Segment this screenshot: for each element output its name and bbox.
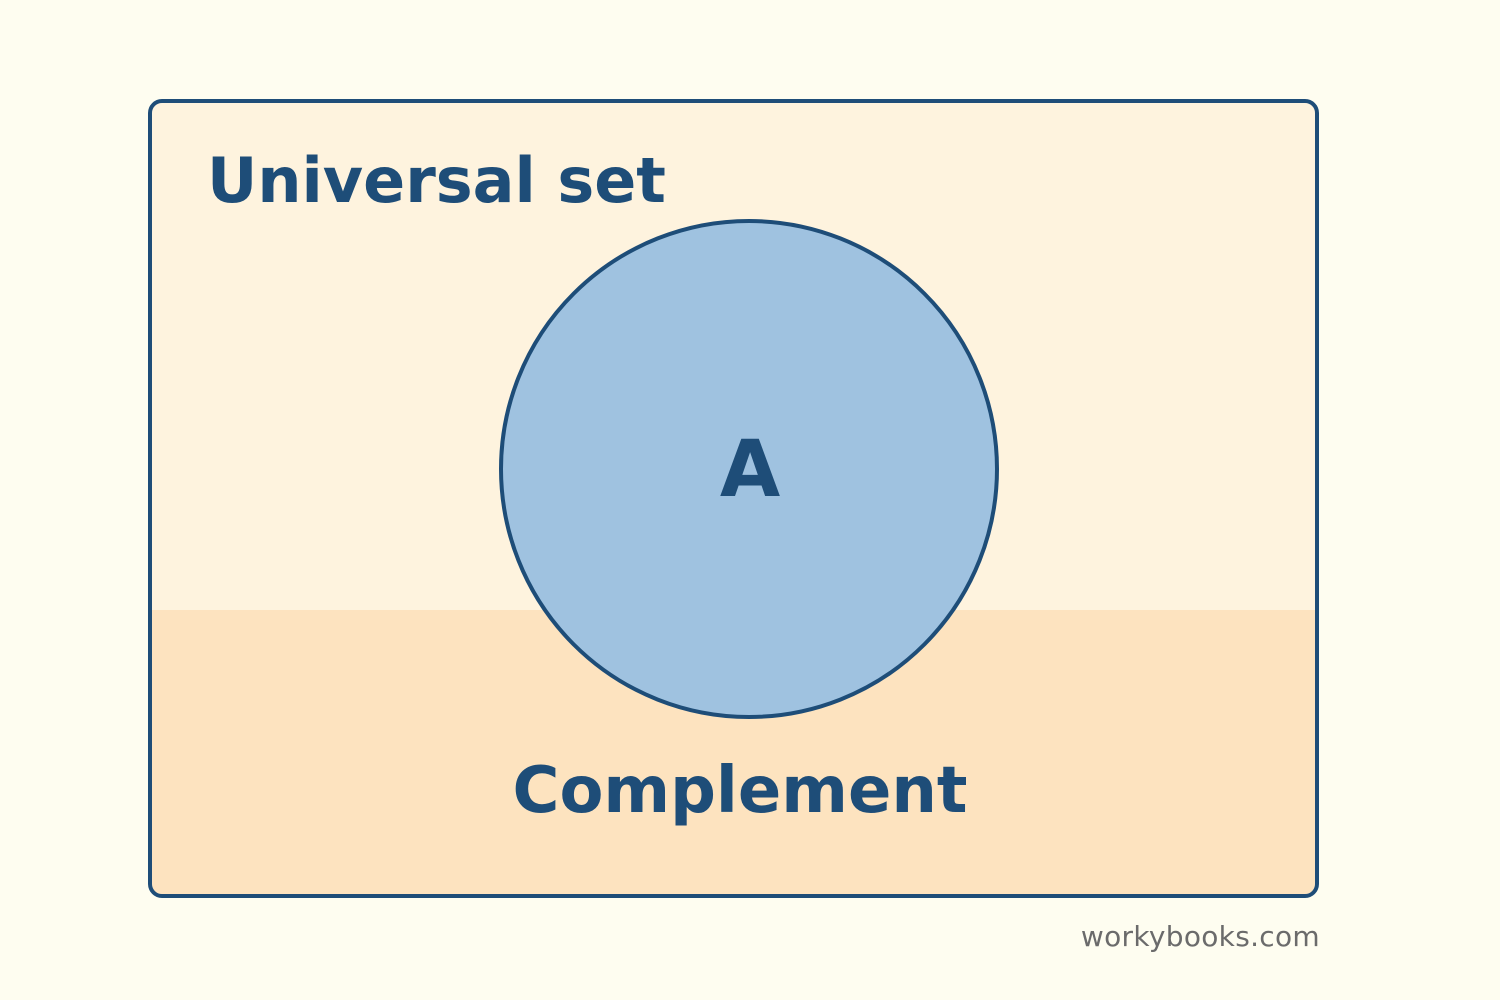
complement-label: Complement — [512, 754, 967, 828]
universal-set-border — [148, 99, 1319, 898]
watermark-text: workybooks.com — [1080, 920, 1320, 953]
complement-region — [152, 610, 1315, 894]
set-a-label: A — [720, 425, 780, 515]
set-a-circle — [499, 219, 999, 719]
universal-set-label: Universal set — [207, 144, 666, 217]
